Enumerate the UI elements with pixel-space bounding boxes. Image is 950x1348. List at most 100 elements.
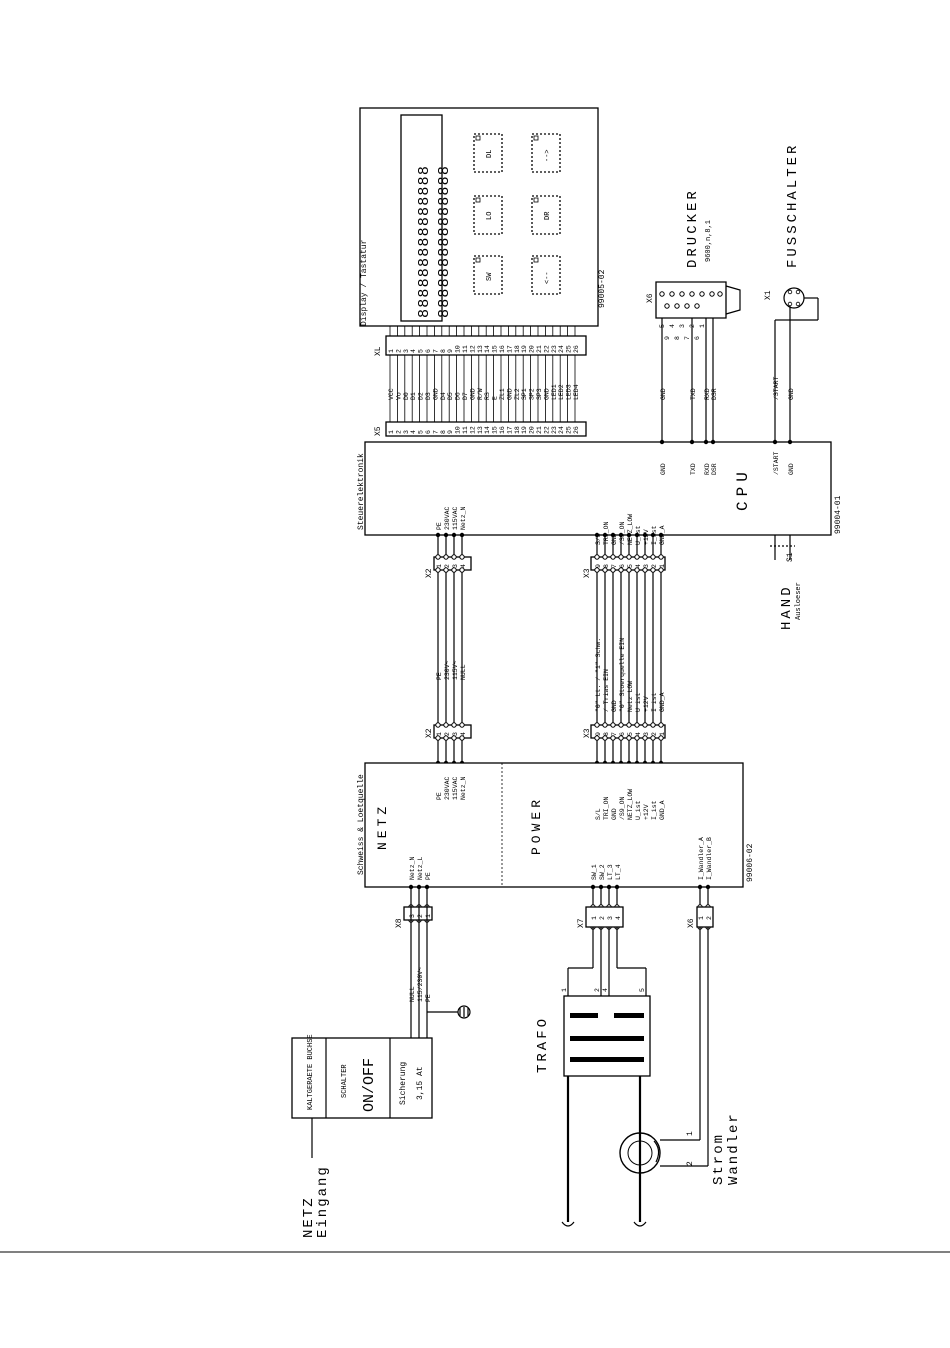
- key-sw: SW: [473, 255, 503, 295]
- x7-label: X7: [577, 918, 586, 928]
- x3-bottom-pin: 3: [643, 732, 650, 736]
- x3-bottom-pin: 5: [627, 732, 634, 736]
- cpu-port-wire-label: GND: [660, 388, 667, 400]
- x2-cpu-signal: 230VAC: [444, 506, 451, 530]
- x3-cpu-signal: NETZ_LOW: [627, 514, 634, 545]
- xl-pin-number: 22: [543, 345, 550, 353]
- current-transformer: 1 2 Strom Wandler: [619, 927, 742, 1185]
- xl-signal-label: R/W: [477, 388, 484, 400]
- x3-bottom-pin: 8: [603, 732, 610, 736]
- trafo-tap-number: 1: [561, 988, 568, 992]
- xl-pin-number: 25: [566, 345, 573, 353]
- ground-symbol: [457, 1005, 471, 1019]
- x5-pin-number: 4: [410, 430, 417, 434]
- power-signal: LT_3: [607, 864, 614, 880]
- x5-pin-number: 22: [543, 426, 550, 434]
- cpu-port-wire-label: /START: [773, 376, 780, 400]
- x5-pin-number: 11: [462, 426, 469, 434]
- x6-lower-label: X6: [687, 918, 696, 928]
- x3-psu-signal: I_ist: [651, 800, 658, 820]
- x3-cpu-signal: TRI_ON: [603, 521, 610, 545]
- printer-pin-number-b: 8: [674, 336, 681, 340]
- xl-signal-label: D0: [403, 392, 410, 400]
- xl-signal-label: ZL1: [499, 388, 506, 400]
- x3-top-pin: 1: [659, 564, 666, 568]
- psu-board-title: Schweiss & Loetquelle: [357, 774, 366, 875]
- xl-pin-number: 24: [558, 345, 565, 353]
- x3-top-pin: 2: [651, 564, 658, 568]
- x3-psu-signal: /S9_ON: [619, 796, 626, 820]
- netz-signal: Netz_L: [417, 856, 424, 880]
- x5-pin-number: 6: [425, 430, 432, 434]
- printer-pin-number: 5: [659, 324, 666, 328]
- xl-signal-label: D6: [455, 392, 462, 400]
- key-dr-label: DR: [544, 211, 552, 220]
- fuse-title: Sicherung: [399, 1062, 408, 1105]
- x3-psu-signal: NETZ_LOW: [627, 789, 634, 820]
- display-board: 888888888888888 888888888888888 SW LO DL…: [359, 107, 607, 327]
- mains-input-box: KALTGERAETE BUCHSE SCHALTER ON/OFF Siche…: [291, 1034, 433, 1238]
- seven-segment-display: 888888888888888: [416, 165, 433, 318]
- x2-cpu-signal: 115VAC: [452, 506, 459, 530]
- steuerelektronik-board: Steuerelektronik CPU 99004-01: [357, 441, 843, 536]
- x3-top-label: X3: [583, 568, 592, 578]
- x2-top-pin: 1: [436, 564, 443, 568]
- x5-pin-number: 25: [566, 426, 573, 434]
- key-lo-label: LO: [486, 212, 494, 220]
- x8-wire-label: 115/230V~: [417, 967, 424, 1002]
- x2-top-label: X2: [425, 568, 434, 578]
- x8-wire-label: NULL: [409, 986, 416, 1002]
- key-right-label: -->: [544, 149, 552, 162]
- xl-signal-label: RS: [484, 392, 491, 400]
- xl-pin-number: 21: [536, 345, 543, 353]
- key-left-label: <--: [544, 271, 552, 284]
- display-digits-row-2: 888888888888888: [436, 165, 453, 318]
- cpu-port-signal: /START: [773, 451, 780, 475]
- x5-pin-number: 23: [551, 426, 558, 434]
- x2-psu-signal: 115VAC: [452, 776, 459, 800]
- xl-pin-number: 15: [492, 345, 499, 353]
- x5-pin-number: 8: [440, 430, 447, 434]
- x5-pin-number: 15: [492, 426, 499, 434]
- x3-bottom-pin: 6: [619, 732, 626, 736]
- x3-bottom-pin: 1: [659, 732, 666, 736]
- hand-trigger-section: S1 HAND Ausloeser: [770, 535, 803, 630]
- xl-pin-number: 3: [403, 349, 410, 353]
- xl-pin-number: 20: [529, 345, 536, 353]
- x2-bottom-pin: 1: [436, 732, 443, 736]
- x3-bottom-pin: 7: [611, 732, 618, 736]
- x3-wire-label: GND_A: [659, 692, 666, 712]
- eingang-label: Eingang: [315, 1165, 331, 1238]
- xl-signal-label: GND: [506, 388, 513, 400]
- x3-wire-label: +12V: [643, 696, 650, 712]
- xl-pin-number: 5: [418, 349, 425, 353]
- xl-pin-number: 17: [506, 345, 513, 353]
- x3-cpu-signal: S/L: [595, 533, 602, 545]
- x5-pin-number: 9: [447, 430, 454, 434]
- x5-pin-number: 10: [455, 426, 462, 434]
- display-bus: [389, 355, 576, 422]
- xl-pin-number: 26: [573, 345, 580, 353]
- printer-pin-number: 2: [689, 324, 696, 328]
- xl-signal-label: GND: [469, 388, 476, 400]
- cpu-port-signal: GND: [788, 463, 795, 475]
- x3-top-pin: 7: [611, 564, 618, 568]
- x5-pin-number: 21: [536, 426, 543, 434]
- x5-pin-number: 19: [521, 426, 528, 434]
- trafo-tap-number: 4: [602, 988, 609, 992]
- x3-wire-label: U ist: [635, 692, 642, 712]
- x8-wire-label: PE: [425, 994, 432, 1002]
- xl-signal-label: D5: [447, 392, 454, 400]
- x5-pin-number: 24: [558, 426, 565, 434]
- xl-pin-number: 8: [440, 349, 447, 353]
- cpu-port-wire-label: RXD: [704, 388, 711, 400]
- xl-pin-number: 1: [388, 349, 395, 353]
- x5-pin-number: 1: [388, 430, 395, 434]
